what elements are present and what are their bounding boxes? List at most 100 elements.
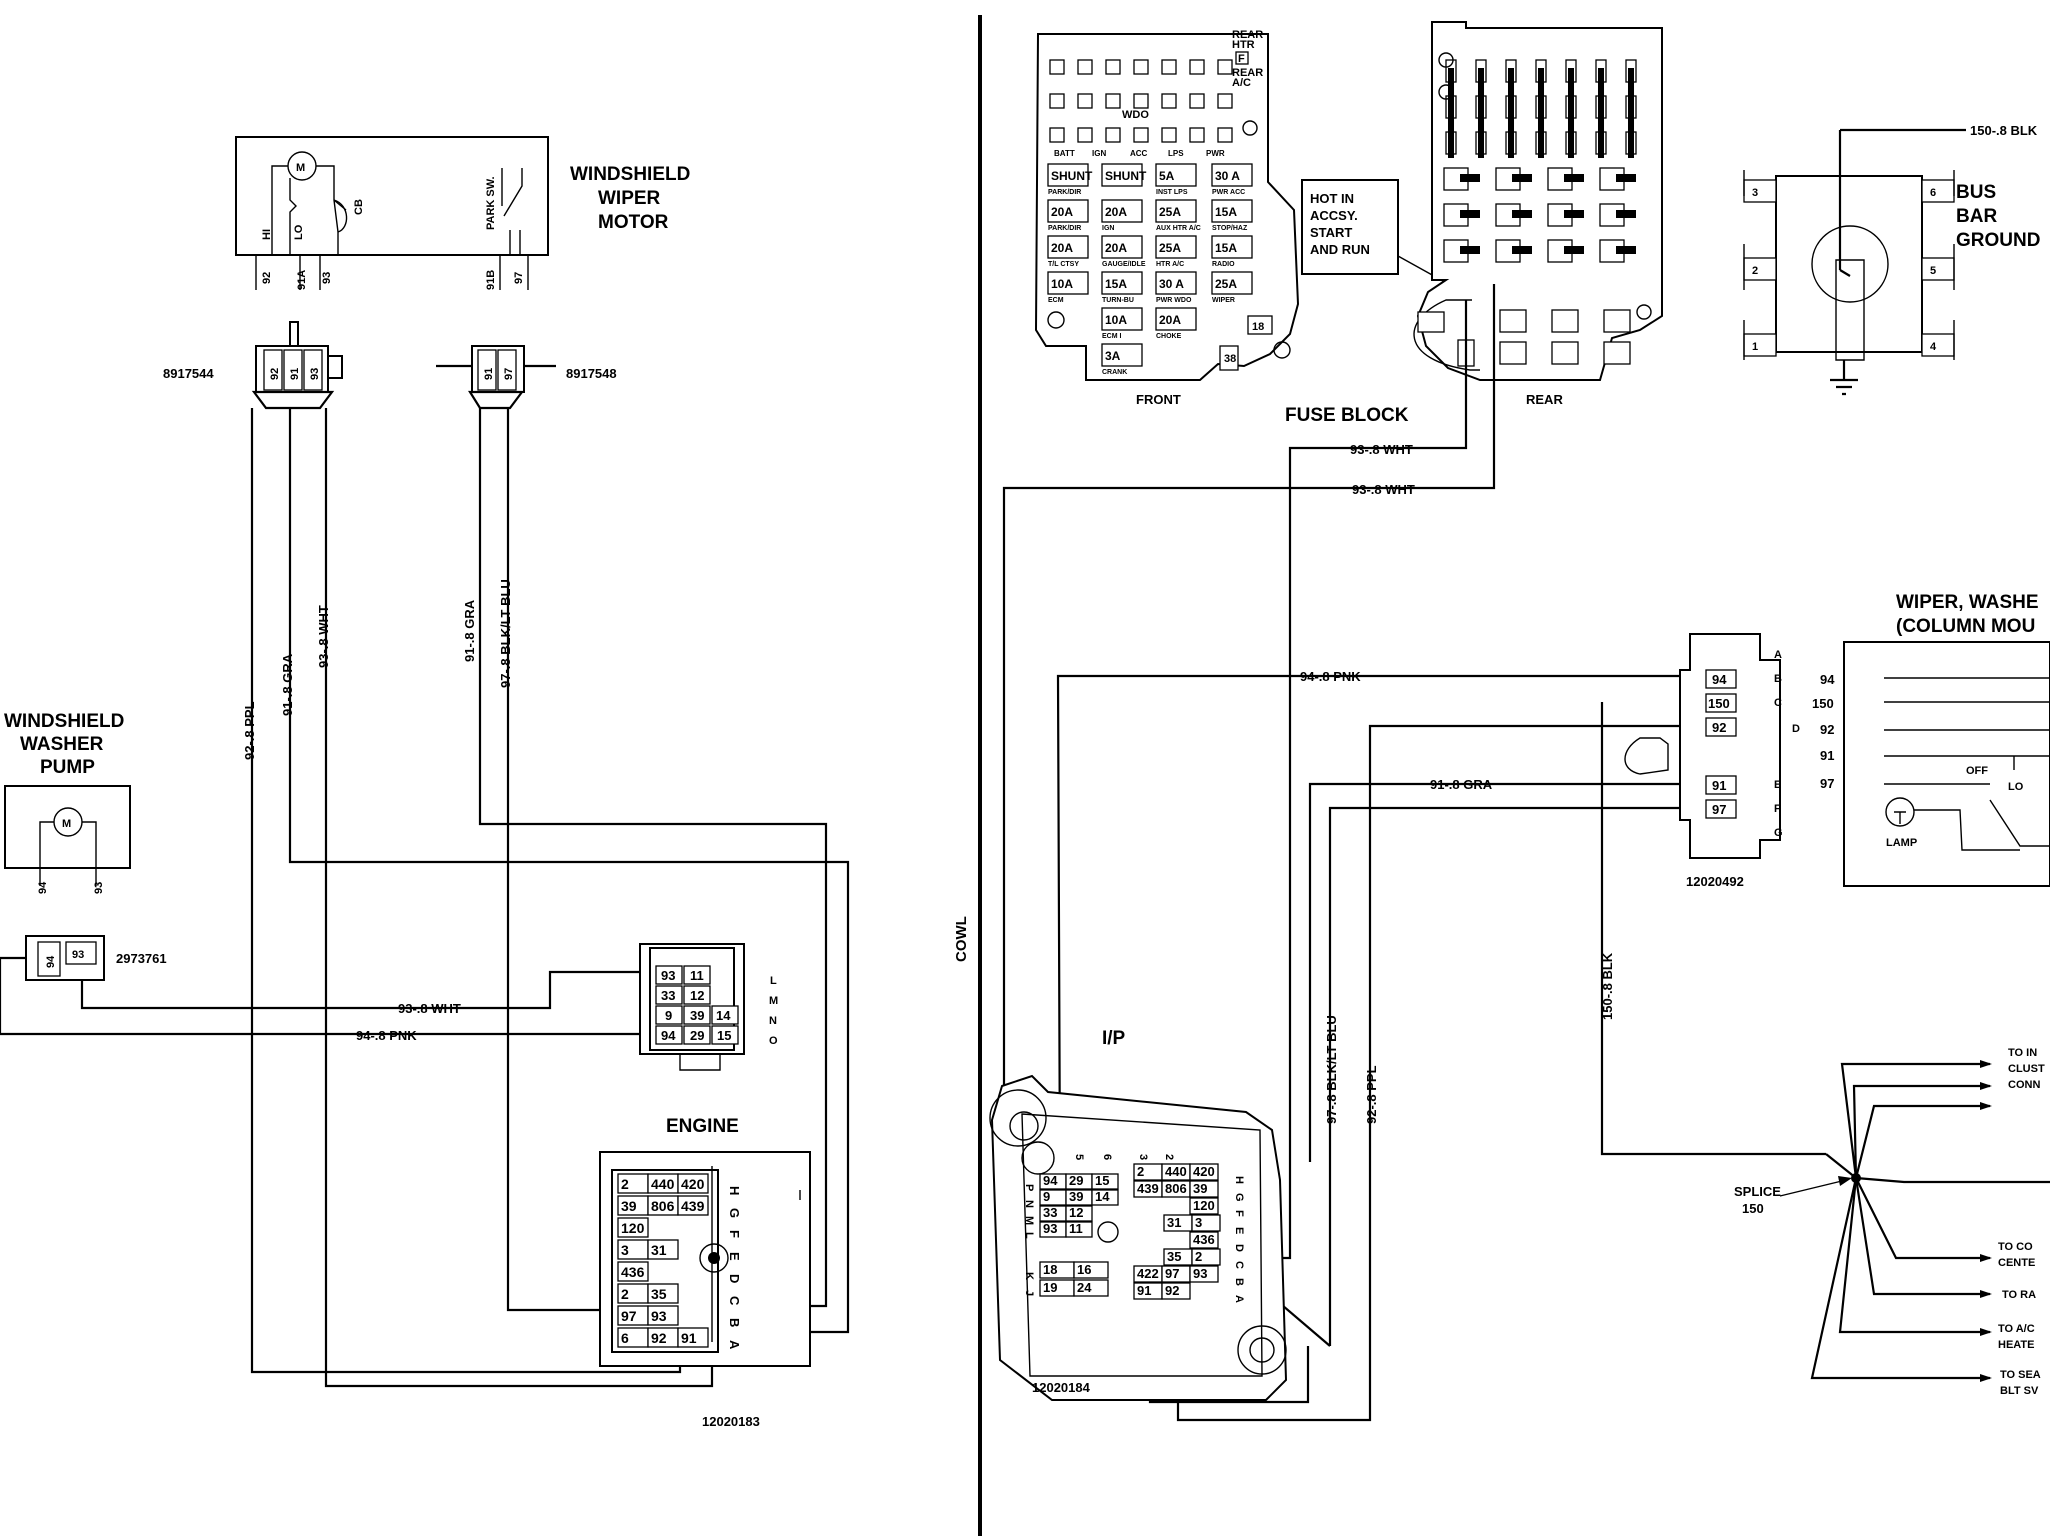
wiper-motor-title: WIPER	[598, 188, 661, 209]
connector-cell-label: 3	[1195, 1215, 1202, 1230]
connector-cell-label: 39	[621, 1198, 637, 1214]
svg-text:L: L	[770, 975, 777, 987]
rear-fuse-bar	[1598, 68, 1604, 158]
connector-cell-label: 440	[1165, 1164, 1187, 1179]
svg-text:CLUST: CLUST	[2008, 1063, 2045, 1075]
connector-cell-label: 6	[621, 1330, 629, 1346]
lo-label: LO	[2008, 781, 2024, 793]
fuse-circuit: IGN	[1102, 225, 1114, 232]
svg-text:4: 4	[1930, 341, 1937, 353]
svg-text:REAR: REAR	[1232, 29, 1263, 41]
connector-2973761: 94 93 2973761	[0, 935, 167, 1034]
wiper-motor-title: WINDSHIELD	[570, 164, 690, 185]
wire-label: 93-.8 WHT	[1352, 482, 1415, 497]
svg-text:150: 150	[1812, 696, 1834, 711]
svg-text:1: 1	[1752, 341, 1758, 353]
svg-text:O: O	[769, 1035, 778, 1047]
fuse-rating: 20A	[1051, 205, 1073, 219]
svg-text:TO CO: TO CO	[1998, 1241, 2033, 1253]
engine-pin-letter: H	[727, 1186, 742, 1195]
engine-pin-letter: B	[727, 1318, 742, 1327]
fuse-rating: 15A	[1215, 241, 1237, 255]
svg-text:94: 94	[37, 881, 49, 894]
svg-text:150: 150	[1708, 696, 1730, 711]
fuse-circuit: ECM	[1048, 297, 1064, 304]
fuse	[1211, 235, 1253, 259]
switch-title: WIPER, WASHE	[1896, 592, 2039, 613]
relay-slot	[1499, 309, 1527, 333]
connector-cell-label: 31	[651, 1242, 667, 1258]
svg-text:15: 15	[717, 1028, 731, 1043]
connector-cell	[647, 1239, 679, 1260]
lo-label: LO	[293, 224, 305, 240]
rear-fuse-slots	[1443, 59, 1637, 365]
svg-text:F: F	[1238, 53, 1245, 65]
svg-text:AND RUN: AND RUN	[1310, 242, 1370, 257]
fuse	[1211, 199, 1253, 223]
fuse-circuit: HTR A/C	[1156, 261, 1184, 268]
splice-150: SPLICE 150 TO IN CLUST CONN TO CO CENTE …	[1734, 1047, 2050, 1397]
svg-text:5: 5	[1073, 1154, 1085, 1160]
connector-cell-label: 29	[1069, 1173, 1083, 1188]
connector-cell-label: 806	[1165, 1181, 1187, 1196]
fuse-slot-label: LPS	[1168, 149, 1184, 158]
fuse-slot	[1077, 59, 1093, 75]
connector-cell-label: 2	[1137, 1164, 1144, 1179]
fuse-circuit: TURN-BU	[1102, 297, 1134, 304]
connector-cell-label: 19	[1043, 1280, 1057, 1295]
svg-text:A: A	[1774, 649, 1782, 661]
svg-text:D: D	[1792, 723, 1800, 735]
connector-cell-label: 2	[621, 1286, 629, 1302]
svg-text:E: E	[1774, 779, 1781, 791]
fuse-rating: 10A	[1105, 313, 1127, 327]
fuse-rating: SHUNT	[1051, 169, 1093, 183]
engine-pin-letter: A	[727, 1340, 742, 1350]
connector-cell-label: 3	[621, 1242, 629, 1258]
hi-label: HI	[261, 229, 273, 240]
fuse	[1047, 235, 1089, 259]
svg-text:TO IN: TO IN	[2008, 1047, 2037, 1059]
fuse-slot-label: PWR	[1206, 149, 1225, 158]
relay-bar	[1616, 210, 1636, 218]
ip-pin-letter: D	[1233, 1244, 1245, 1252]
connector-cell	[1189, 1163, 1219, 1181]
svg-text:CONN: CONN	[2008, 1079, 2040, 1091]
fuse-circuit: PARK/DIR	[1048, 225, 1081, 232]
fuse-slot	[1217, 93, 1233, 109]
svg-text:BUS: BUS	[1956, 182, 1996, 203]
fuse-circuit: AUX HTR A/C	[1156, 225, 1201, 232]
switch-letters: A B C D E F G	[1774, 649, 1800, 839]
svg-text:94: 94	[1820, 672, 1835, 687]
washer-pump-title: PUMP	[40, 757, 95, 778]
engine-pin-letter: C	[727, 1296, 742, 1306]
connector-cell-label: 93	[1043, 1221, 1057, 1236]
connector-cell-label: 422	[1137, 1266, 1159, 1281]
svg-text:HEATE: HEATE	[1998, 1339, 2034, 1351]
svg-text:GROUND: GROUND	[1956, 230, 2040, 251]
svg-text:C: C	[1774, 697, 1782, 709]
fuse	[1047, 163, 1089, 187]
fuse-rating: 25A	[1159, 205, 1181, 219]
fuse-slot	[1161, 93, 1177, 109]
part-number: 12020492	[1686, 874, 1744, 889]
connector-cell-label: 33	[1043, 1205, 1057, 1220]
fuse-slot	[1161, 59, 1177, 75]
connector-cell	[617, 1217, 649, 1238]
wire-label: 91-.8 GRA	[1430, 777, 1493, 792]
wire-label: 93-.8 WHT	[1350, 442, 1413, 457]
svg-text:N: N	[769, 1015, 777, 1027]
svg-text:F: F	[1774, 803, 1781, 815]
connector-cell	[1189, 1197, 1219, 1215]
fuse-rating: 15A	[1215, 205, 1237, 219]
fuse-slot	[1049, 93, 1065, 109]
fuse	[1155, 307, 1197, 331]
connector-cell	[1189, 1231, 1219, 1249]
wiper-washer-switch: WIPER, WASHE (COLUMN MOU 94 150 92 91 97…	[1624, 592, 2050, 889]
connector-cell	[617, 1261, 649, 1282]
svg-text:91: 91	[1712, 778, 1726, 793]
svg-text:97: 97	[1712, 802, 1726, 817]
